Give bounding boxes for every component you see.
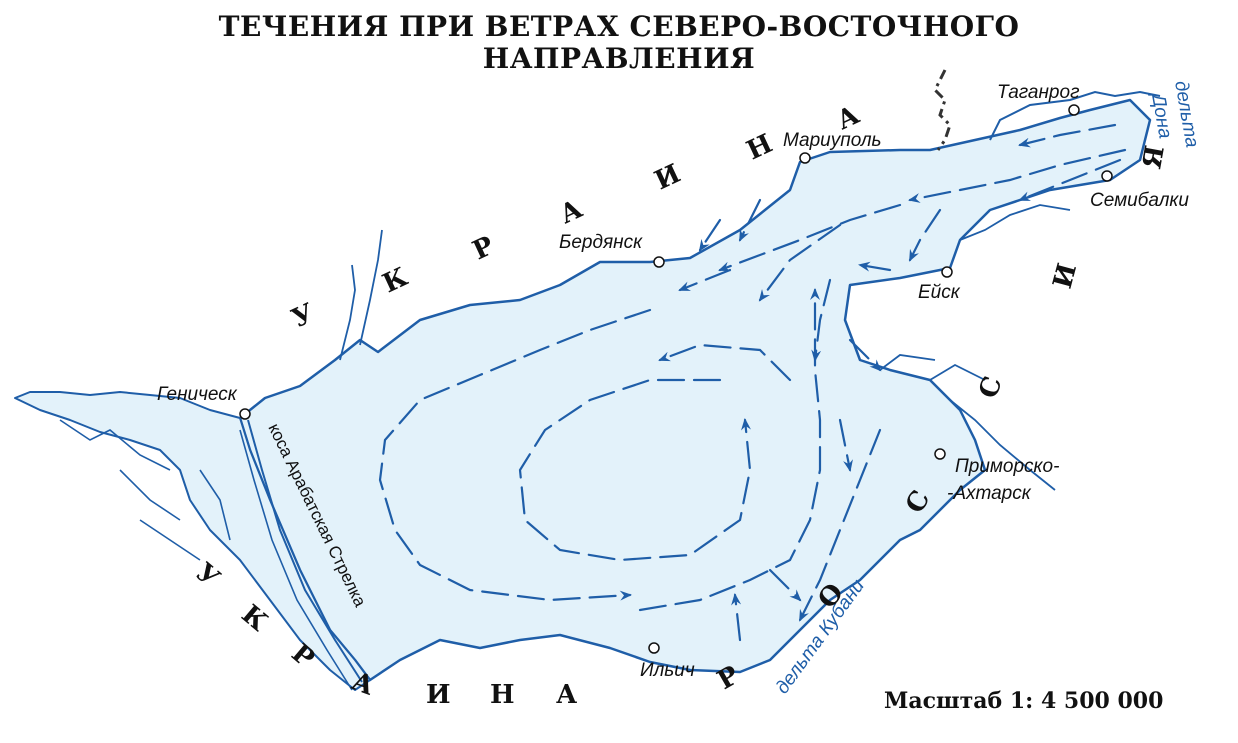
berdyansk-label: Бердянск	[559, 232, 643, 253]
ukraine-north-letter: К	[378, 262, 412, 299]
ukraine-north-letter: И	[650, 159, 685, 197]
genichesk-marker	[239, 408, 251, 420]
city-markers	[239, 104, 1113, 654]
yeysk-label: Ейск	[918, 282, 961, 303]
berdyansk-marker	[653, 256, 665, 268]
russia-letter: С	[973, 373, 1008, 403]
taganrog-label: Таганрог	[997, 82, 1079, 103]
ukraine-south-letter: А	[556, 680, 577, 710]
semibalki-marker	[1101, 170, 1113, 182]
taganrog-bay-coast	[989, 90, 1161, 141]
delta-don-label-2: Дона	[1147, 90, 1176, 140]
sivash-lagoon	[14, 391, 371, 691]
genichesk-label: Геническ	[157, 384, 238, 405]
mariupol-marker	[799, 152, 811, 164]
primorsko-label-2: -Ахтарск	[947, 483, 1032, 504]
yeysk-estuary	[959, 204, 1071, 241]
sivash-inner-coast	[59, 419, 231, 561]
current-arrows	[378, 123, 1127, 642]
ukraine-south-letter: Н	[490, 680, 515, 710]
taganrog-marker	[1068, 104, 1080, 116]
state-border	[933, 69, 952, 151]
arabat-spit	[247, 419, 363, 683]
ilyich-marker	[648, 642, 660, 654]
delta-don-label-1: дельта	[1170, 79, 1202, 149]
map-title-line-2: НАПРАВЛЕНИЯ	[482, 42, 756, 75]
ukraine-south-letter: К	[236, 599, 274, 637]
molochny-estuary	[339, 229, 383, 361]
primorsko-label-1: Приморско-	[955, 456, 1059, 477]
primorsko-marker	[934, 448, 946, 460]
yeysk-marker	[941, 266, 953, 278]
russia-letter: Я	[1137, 143, 1171, 171]
ukraine-north-letter: У	[287, 298, 319, 334]
russia-letter: И	[1048, 260, 1083, 292]
kuban-delta-coast	[879, 354, 1056, 491]
arabat-spit-inner	[239, 429, 353, 691]
ukraine-south-letter: У	[190, 557, 225, 594]
map-title-line-1: ТЕЧЕНИЯ ПРИ ВЕТРАХ СЕВЕРО-ВОСТОЧНОГО	[218, 10, 1020, 43]
map-scale: Масштаб 1: 4 500 000	[884, 688, 1164, 714]
ukraine-north-letter: А	[555, 194, 587, 230]
semibalki-label: Семибалки	[1090, 190, 1189, 211]
mariupol-label: Мариуполь	[783, 130, 882, 151]
ukraine-north-letter: Р	[468, 231, 498, 266]
ukraine-south-letter: И	[426, 680, 451, 710]
sea-water	[238, 98, 1152, 682]
ukraine-north-letter: Н	[742, 129, 777, 167]
ilyich-label: Ильич	[640, 660, 695, 681]
